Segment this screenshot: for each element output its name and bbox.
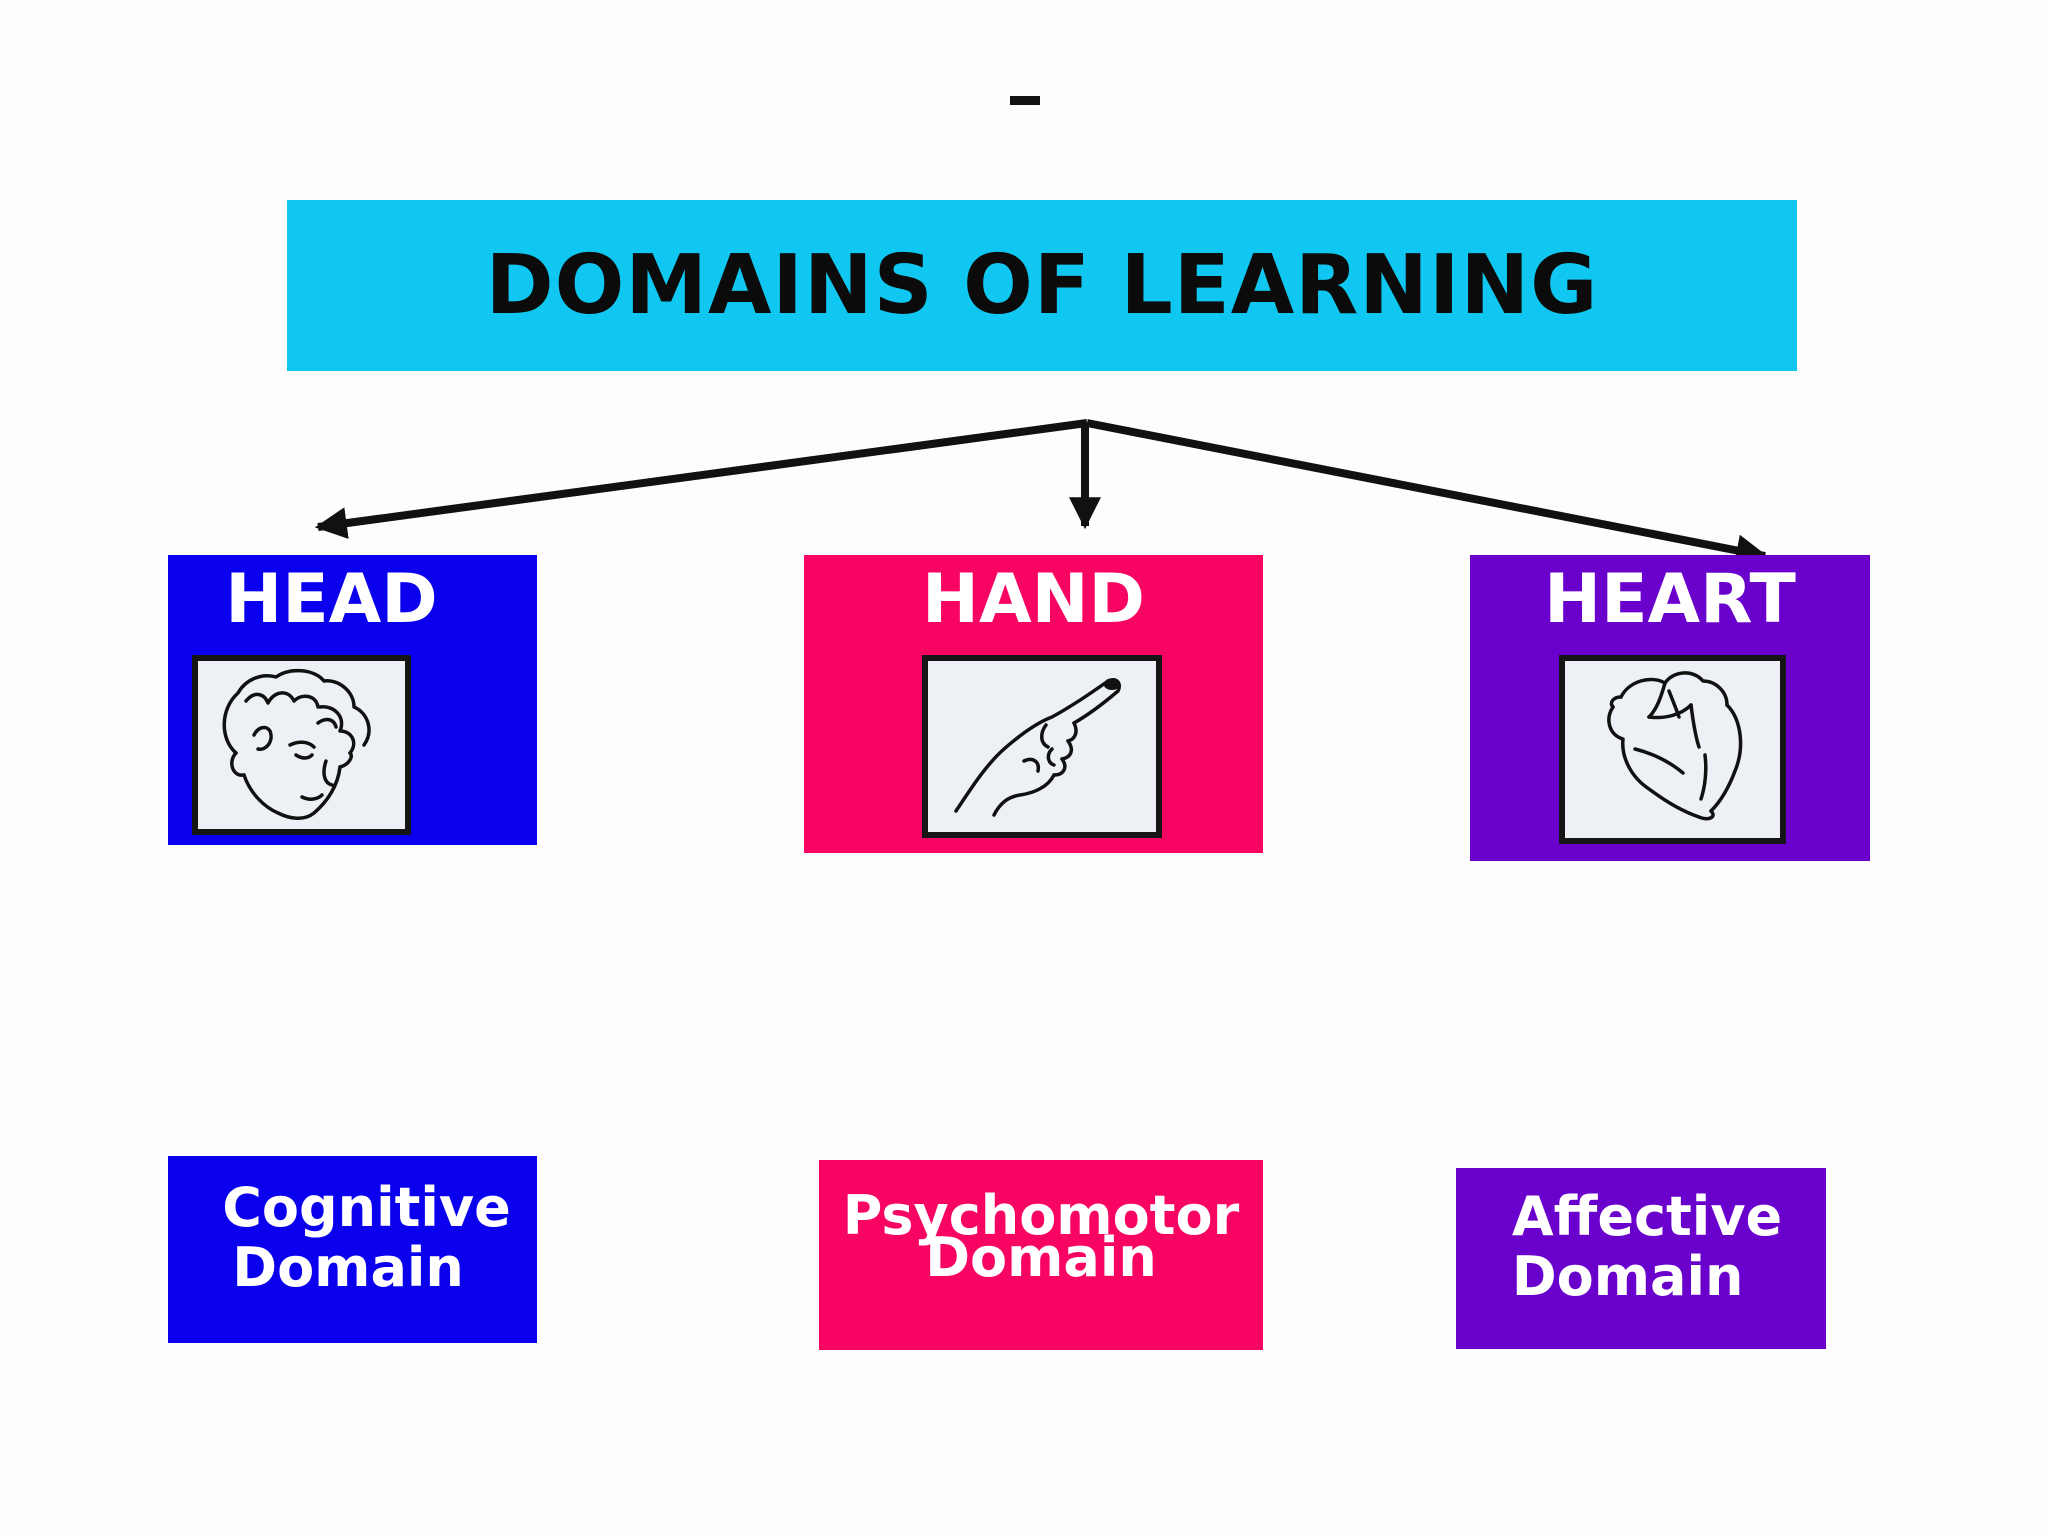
pointing-hand-icon: [954, 678, 1121, 817]
title-banner: DOMAINS OF LEARNING: [287, 200, 1797, 371]
page-title: DOMAINS OF LEARNING: [485, 237, 1599, 333]
title-dash: [1010, 96, 1040, 105]
hand-box: HAND: [804, 555, 1263, 853]
heart-box: HEART: [1470, 555, 1870, 861]
heart-sketch-icon: [1607, 671, 1743, 821]
cognitive-domain-line1: Cognitive: [222, 1176, 511, 1240]
arrow-to-heart: [1086, 419, 1769, 567]
hand-picture-frame: [922, 655, 1162, 838]
cognitive-domain-line2: Domain: [232, 1235, 464, 1299]
psychomotor-domain-label: Psychomotor Domain: [842, 1183, 1240, 1289]
heart-picture-frame: [1559, 655, 1786, 844]
affective-domain-line1: Affective: [1511, 1185, 1783, 1249]
affective-domain-label: Affective Domain: [1512, 1187, 1782, 1306]
cognitive-domain-label: Cognitive Domain: [222, 1178, 510, 1297]
head-box: HEAD: [168, 555, 537, 845]
affective-domain-box: Affective Domain: [1456, 1168, 1826, 1349]
cognitive-domain-box: Cognitive Domain: [168, 1156, 537, 1343]
arrow-to-head: [314, 419, 1088, 539]
affective-domain-line2: Domain: [1511, 1244, 1744, 1308]
face-sketch-icon: [222, 668, 371, 820]
head-picture-frame: [192, 655, 411, 835]
psychomotor-domain-line2: Domain: [925, 1226, 1157, 1289]
head-heading: HEAD: [225, 560, 438, 639]
psychomotor-domain-box: Psychomotor Domain: [819, 1160, 1263, 1350]
psychomotor-domain-line1: Psychomotor: [842, 1183, 1240, 1247]
heart-heading: HEART: [1544, 560, 1796, 639]
hand-heading: HAND: [922, 560, 1145, 639]
